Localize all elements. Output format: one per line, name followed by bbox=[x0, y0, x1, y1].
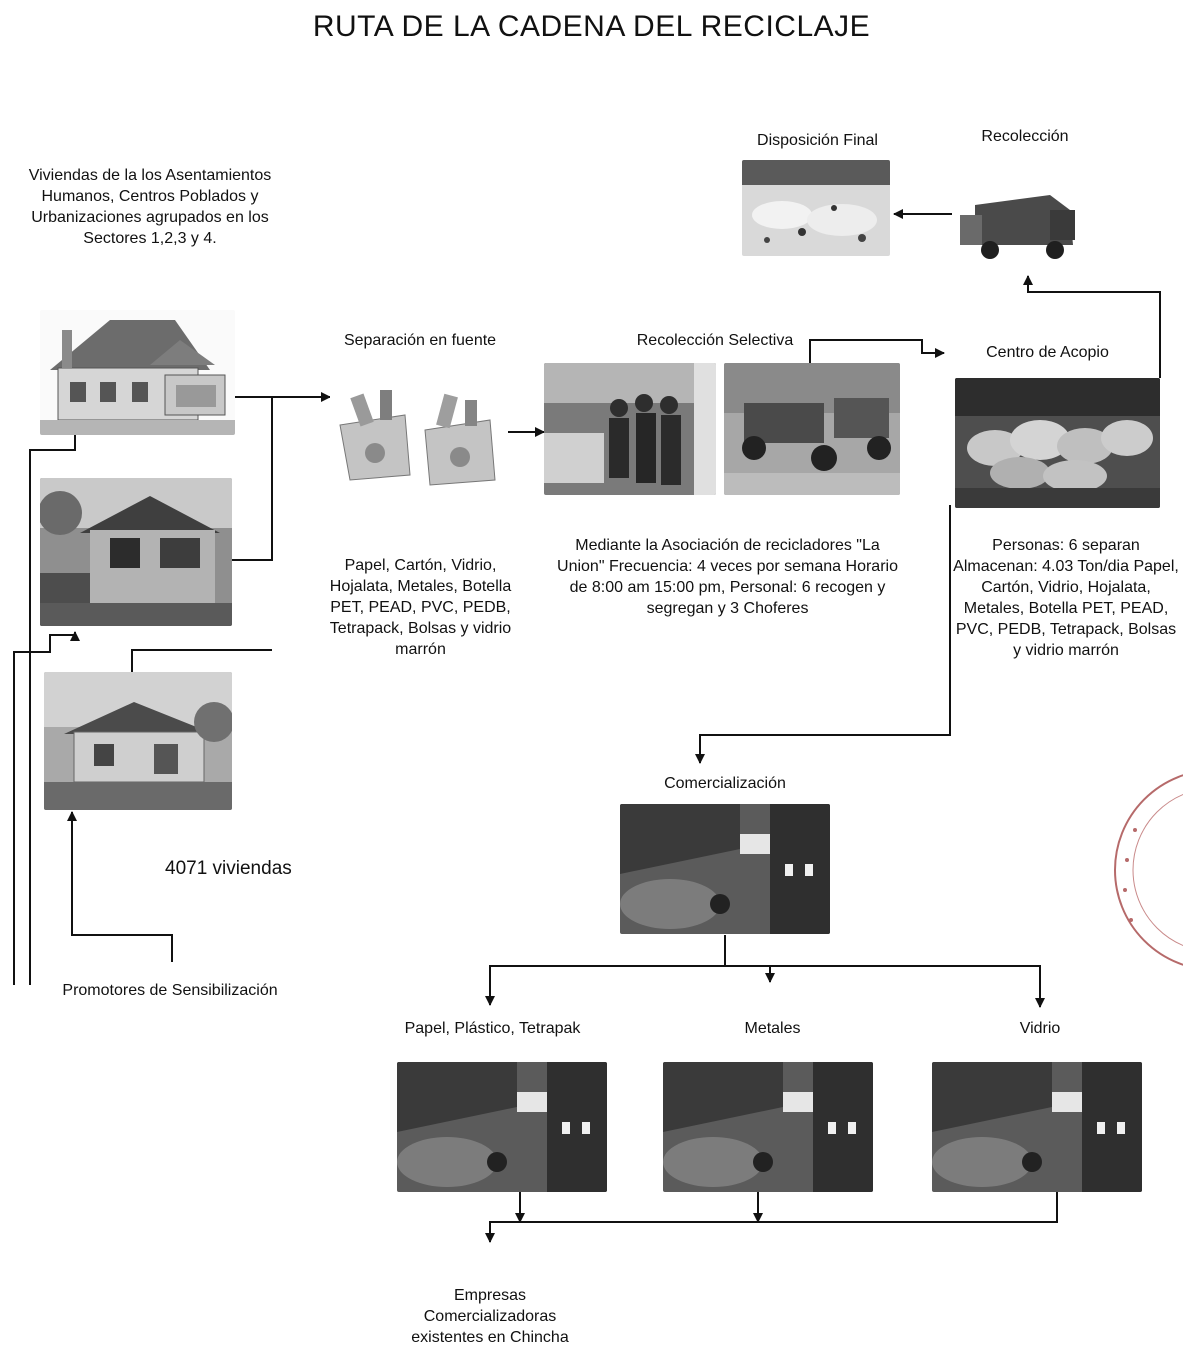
recoleccion-label: Recolección bbox=[981, 128, 1069, 145]
recycling-bins-image bbox=[330, 365, 508, 490]
recoleccion-selectiva-info: Mediante la Asociación de recicladores "… bbox=[557, 537, 898, 617]
connector-house3-main bbox=[131, 649, 272, 675]
connector-left-house2 bbox=[13, 631, 80, 985]
municipal-stamp bbox=[1105, 770, 1183, 980]
diagram-title: RUTA DE LA CADENA DEL RECICLAJE bbox=[312, 10, 871, 43]
empresas-label: Empresas Comercializadoras existentes en… bbox=[411, 1287, 569, 1346]
connector-promotores-house3 bbox=[67, 811, 173, 962]
vidrio-label: Vidrio bbox=[1019, 1020, 1061, 1037]
vidrio-image bbox=[932, 1062, 1142, 1192]
connector-acopio-recoleccion bbox=[1023, 275, 1161, 378]
recoleccion-selectiva-label: Recolección Selectiva bbox=[636, 332, 794, 349]
papel-plastico-image bbox=[397, 1062, 607, 1192]
connector-acopio-comercializacion bbox=[695, 505, 951, 764]
metales-image bbox=[663, 1062, 873, 1192]
house-image-3 bbox=[44, 672, 232, 810]
commercialization-image bbox=[620, 804, 830, 934]
viviendas-count-label: 4071 viviendas bbox=[165, 858, 292, 879]
centro-acopio-info: Personas: 6 separan Almacenan: 4.03 Ton/… bbox=[953, 537, 1179, 659]
separacion-materials: Papel, Cartón, Vidrio, Hojalata, Metales… bbox=[329, 557, 512, 658]
centro-acopio-label: Centro de Acopio bbox=[986, 344, 1109, 361]
connector-vidrio-collector bbox=[485, 1192, 1058, 1243]
connector-branch-metales bbox=[725, 965, 775, 983]
papel-plastico-label: Papel, Plástico, Tetrapak bbox=[404, 1020, 581, 1037]
connector-branch-vidrio bbox=[770, 965, 1045, 1008]
collection-center-image bbox=[955, 378, 1160, 508]
motor-tricycle-image bbox=[724, 363, 900, 495]
house-image-2 bbox=[40, 478, 232, 626]
house-image-1 bbox=[40, 310, 235, 435]
recyclers-association-image bbox=[544, 363, 716, 495]
connector-house2-main bbox=[232, 397, 273, 561]
connector-left-house1 bbox=[29, 421, 80, 985]
connector-selectiva-acopio bbox=[809, 339, 945, 365]
separacion-label: Separación en fuente bbox=[343, 332, 497, 349]
connector-comercializacion-branch bbox=[485, 935, 726, 1006]
garbage-truck-image bbox=[955, 180, 1090, 272]
viviendas-label: Viviendas de la los Asentamientos Humano… bbox=[28, 167, 272, 247]
final-disposal-image bbox=[742, 160, 890, 256]
promotores-label: Promotores de Sensibilización bbox=[62, 982, 278, 999]
disposicion-final-label: Disposición Final bbox=[757, 132, 878, 149]
comercializacion-label: Comercialización bbox=[664, 775, 786, 792]
metales-label: Metales bbox=[744, 1020, 801, 1037]
